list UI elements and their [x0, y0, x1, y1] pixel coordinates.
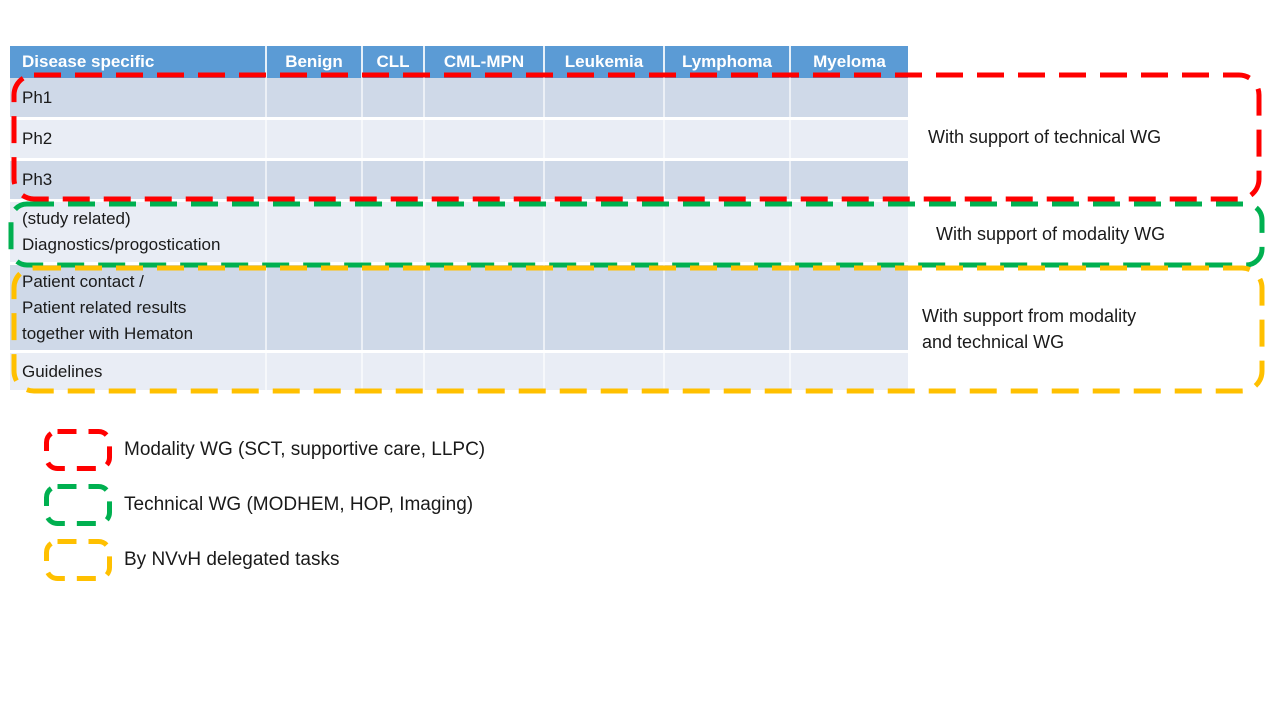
table-cell — [665, 202, 791, 262]
table-cell — [545, 265, 665, 350]
table-cell — [425, 265, 545, 350]
table-row-diagnostics: (study related) Diagnostics/progosticati… — [10, 202, 908, 265]
annotation-modality-wg: With support of modality WG — [936, 223, 1166, 244]
table-cell — [665, 265, 791, 350]
legend-item-technical-wg: Technical WG (MODHEM, HOP, Imaging) — [43, 483, 473, 527]
column-header-myeloma: Myeloma — [813, 52, 886, 71]
table-cell — [545, 353, 665, 390]
annotation-technical-wg: With support of technical WG — [928, 126, 1162, 147]
legend-item-modality-wg: Modality WG (SCT, supportive care, LLPC) — [43, 428, 485, 472]
table-cell — [791, 120, 908, 158]
yellow-dashed-legend-swatch — [44, 539, 112, 581]
table-cell — [363, 120, 425, 158]
column-header-benign: Benign — [267, 46, 363, 78]
table-row-ph2: Ph2 — [10, 120, 908, 161]
table-cell — [545, 78, 665, 117]
table-cell — [425, 353, 545, 390]
table-row-ph1: Ph1 — [10, 78, 908, 120]
table-cell — [267, 353, 363, 390]
table-cell — [665, 120, 791, 158]
legend-label: Modality WG (SCT, supportive care, LLPC) — [124, 439, 486, 460]
table-cell — [791, 202, 908, 262]
table-cell — [665, 161, 791, 199]
table-cell — [425, 120, 545, 158]
red-dashed-legend-swatch — [44, 429, 112, 471]
table-row-guidelines: Guidelines — [10, 353, 908, 390]
disease-table: Disease specific Benign CLL CML-MPN Leuk… — [10, 46, 908, 390]
row-label: Ph3 — [10, 161, 267, 199]
column-header-disease-specific: Disease specific — [10, 46, 267, 78]
column-header-cll: CLL — [363, 46, 425, 78]
row-label: Ph1 — [10, 78, 267, 117]
legend-label: Technical WG (MODHEM, HOP, Imaging) — [124, 494, 474, 515]
table-cell — [363, 78, 425, 117]
table-cell — [425, 161, 545, 199]
table-cell — [791, 265, 908, 350]
table-cell — [363, 202, 425, 262]
row-label: Guidelines — [10, 353, 267, 390]
table-cell — [545, 161, 665, 199]
legend-item-nvvh-delegated: By NVvH delegated tasks — [43, 538, 339, 582]
legend-label: By NVvH delegated tasks — [124, 549, 340, 570]
row-label: Ph2 — [10, 120, 267, 158]
table-cell — [363, 265, 425, 350]
table-cell — [267, 120, 363, 158]
column-header-leukemia: Leukemia — [545, 46, 665, 78]
table-cell — [363, 161, 425, 199]
table-cell — [267, 161, 363, 199]
column-header-lymphoma: Lymphoma — [665, 46, 791, 78]
table-row-ph3: Ph3 — [10, 161, 908, 202]
table-cell — [545, 120, 665, 158]
table-cell — [425, 78, 545, 117]
table-cell — [791, 353, 908, 390]
table-cell — [267, 202, 363, 262]
annotation-modality-and-technical-wg: With support from modality and technical… — [922, 305, 1137, 352]
table-cell — [267, 265, 363, 350]
table-cell — [425, 202, 545, 262]
column-header-cml-mpn: CML-MPN — [425, 46, 545, 78]
table-header-row: Disease specific Benign CLL CML-MPN Leuk… — [10, 46, 908, 78]
table-cell — [665, 78, 791, 117]
table-cell — [545, 202, 665, 262]
table-cell — [363, 353, 425, 390]
table-cell — [665, 353, 791, 390]
table-cell — [267, 78, 363, 117]
row-label: (study related) Diagnostics/progosticati… — [10, 202, 267, 262]
row-label: Patient contact / Patient related result… — [10, 265, 267, 350]
green-dashed-legend-swatch — [44, 484, 112, 526]
table-row-patient-contact: Patient contact / Patient related result… — [10, 265, 908, 353]
table-cell — [791, 161, 908, 199]
table-cell — [791, 78, 908, 117]
